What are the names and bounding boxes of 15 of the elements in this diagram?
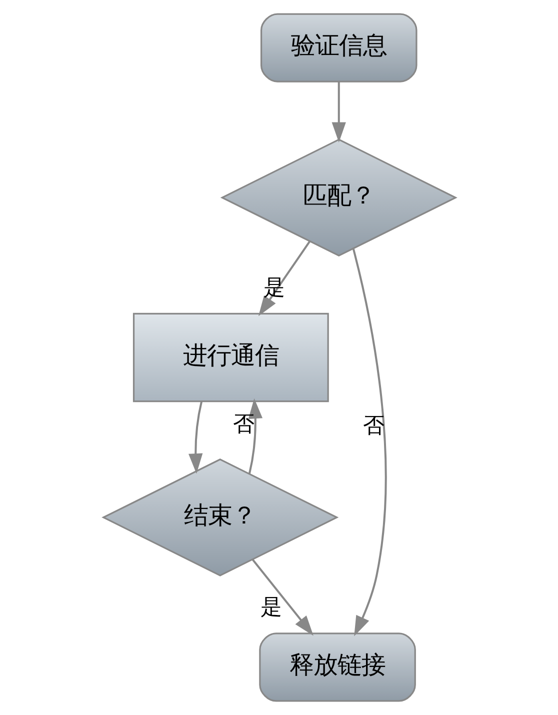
- arrow: [331, 82, 346, 142]
- arrow: [251, 558, 313, 636]
- node-diamond: 匹配？: [220, 138, 457, 257]
- edge-label: 是: [260, 594, 282, 620]
- arrow: [248, 398, 262, 474]
- arrow: [352, 248, 386, 636]
- edge-label: 是: [262, 276, 285, 301]
- node-box: 验证信息: [260, 13, 417, 82]
- arrow: [188, 401, 202, 474]
- arrow: [258, 240, 310, 316]
- edge-label: 否: [232, 412, 255, 438]
- node-box: 释放链接: [258, 632, 416, 702]
- node-box: 进行通信: [132, 312, 328, 402]
- edge-label: 否: [362, 414, 384, 439]
- node-diamond: 结束？: [101, 458, 338, 576]
